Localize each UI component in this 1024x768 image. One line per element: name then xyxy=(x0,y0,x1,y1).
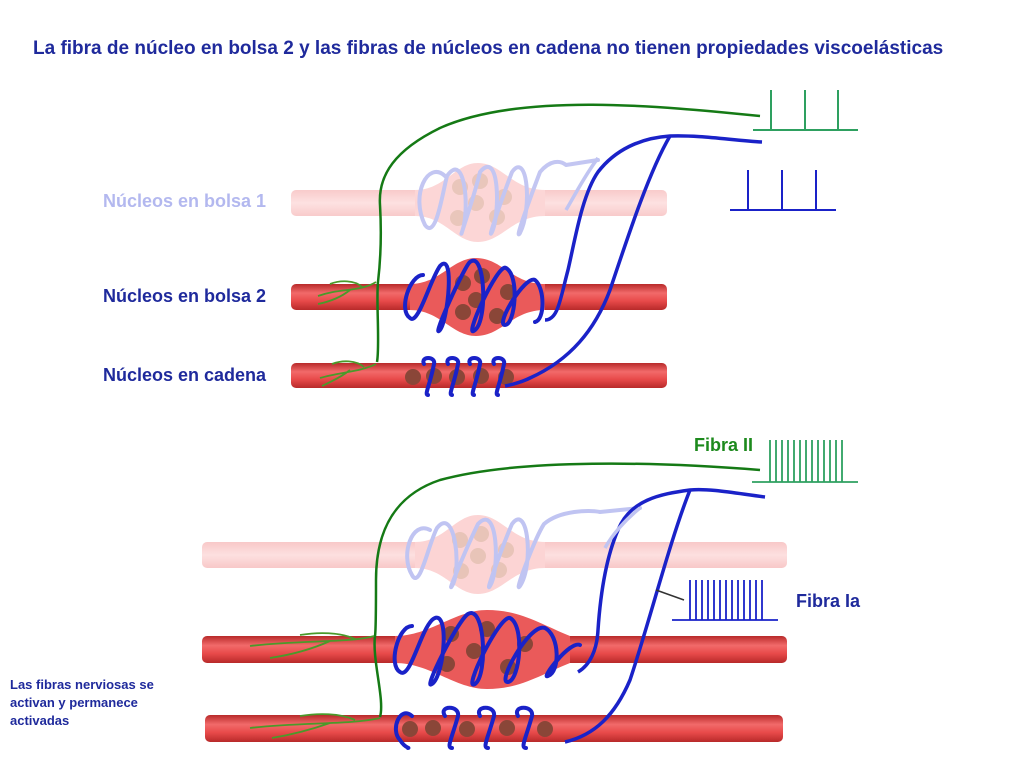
fiber-ii-endings-bottom xyxy=(249,632,381,739)
chain-spiral-bottom xyxy=(393,705,534,750)
fiber-ii-spikes-top xyxy=(753,90,858,131)
note-text: Las fibras nerviosas se activan y perman… xyxy=(10,677,154,728)
bag1-fiber-top xyxy=(291,158,667,242)
fiber-ia-spikes-bottom xyxy=(672,580,778,621)
chain-fiber-bottom xyxy=(205,705,783,750)
fiber-ia-pointer xyxy=(655,589,685,601)
chain-spiral-top xyxy=(421,356,507,397)
chain-fiber-top xyxy=(291,356,667,397)
fiber-ia-nerve-bottom-2 xyxy=(564,489,692,744)
label-bag2: Núcleos en bolsa 2 xyxy=(103,286,267,306)
bag2-spiral-top xyxy=(403,258,545,334)
top-panel xyxy=(291,90,858,397)
bag1-spiral-top xyxy=(417,158,600,237)
fiber-ii-nerve-top xyxy=(375,103,761,363)
fiber-ia-nerve-top xyxy=(544,134,763,322)
fiber-ia-spikes-top xyxy=(730,170,836,211)
label-bag1: Núcleos en bolsa 1 xyxy=(103,191,267,211)
fiber-ii-nerve-bottom xyxy=(373,462,761,718)
label-fiber-ia: Fibra Ia xyxy=(796,591,861,611)
bag2-spiral-bottom xyxy=(392,611,582,687)
bottom-panel xyxy=(202,440,858,750)
label-fiber-ii: Fibra II xyxy=(694,435,754,455)
page-title: La fibra de núcleo en bolsa 2 y las fibr… xyxy=(33,38,944,59)
bag2-fiber-top xyxy=(291,258,667,336)
bag2-fiber-bottom xyxy=(202,610,787,689)
fiber-ii-spikes-bottom xyxy=(752,440,858,483)
label-chain: Núcleos en cadena xyxy=(103,365,267,385)
fiber-ia-nerve-top-2 xyxy=(504,135,672,388)
bag1-fiber-bottom xyxy=(202,506,787,594)
bag1-spiral-bottom xyxy=(405,506,642,590)
fiber-ii-endings-top xyxy=(317,280,377,387)
